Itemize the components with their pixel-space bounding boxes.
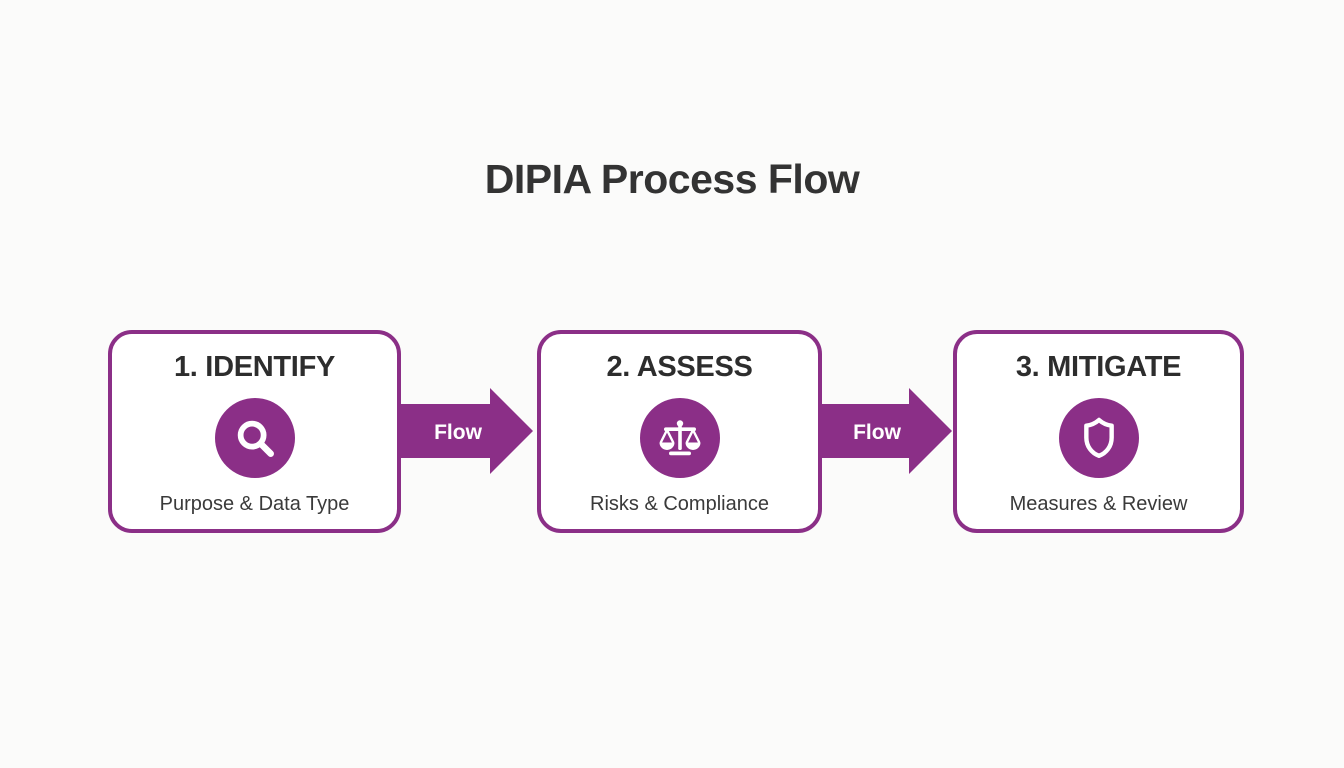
step-box-mitigate: 3. MITIGATE Measures & Review xyxy=(953,330,1244,533)
step-title: 3. MITIGATE xyxy=(1015,351,1182,383)
flow-arrow-label: Flow xyxy=(853,421,901,444)
flow-arrow-label: Flow xyxy=(434,421,482,444)
step-subtitle: Purpose & Data Type xyxy=(159,493,350,515)
step-box-identify: 1. IDENTIFY Purpose & Data Type xyxy=(108,330,401,533)
flow-arrow-2: Flow xyxy=(819,388,952,474)
step-subtitle: Measures & Review xyxy=(1009,493,1188,515)
step-title: 2. ASSESS xyxy=(606,351,753,383)
flow-arrow-1: Flow xyxy=(400,388,533,474)
step-title: 1. IDENTIFY xyxy=(173,351,336,383)
shield-icon xyxy=(1058,398,1139,478)
step-subtitle: Risks & Compliance xyxy=(590,493,769,515)
step-box-assess: 2. ASSESS Risks & Compliance xyxy=(537,330,822,533)
magnifier-icon xyxy=(214,398,295,478)
page-title: DIPIA Process Flow xyxy=(484,156,860,202)
scales-icon xyxy=(639,398,720,478)
